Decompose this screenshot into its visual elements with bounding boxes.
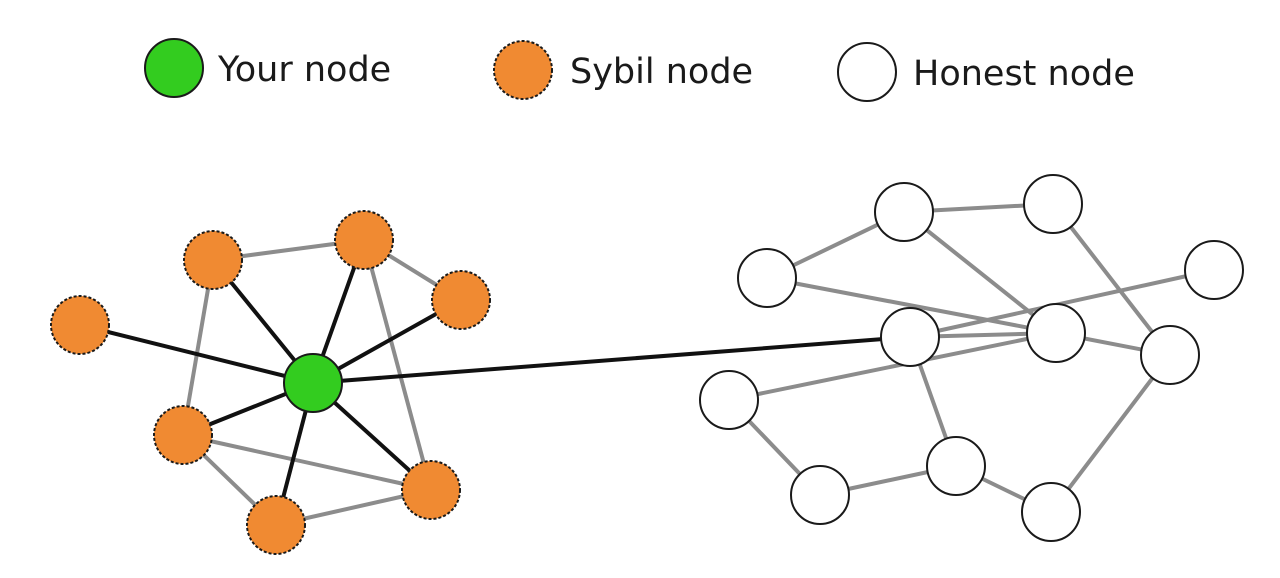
honest-node-h3 — [1023, 174, 1083, 234]
sybil-node-s3 — [334, 210, 394, 270]
honest-node-h4 — [1184, 240, 1244, 300]
honest-node-h9 — [790, 465, 850, 525]
honest-node-h11 — [1021, 482, 1081, 542]
legend-honest-node-label: Honest node — [913, 54, 1135, 94]
sybil-node-s7 — [401, 460, 461, 520]
edge-h4-h5 — [908, 268, 1216, 339]
honest-node-h10 — [926, 436, 986, 496]
honest-node-h1 — [737, 248, 797, 308]
honest-node-h2 — [874, 182, 934, 242]
sybil-node-s2 — [183, 230, 243, 290]
legend-sybil-node-label: Sybil node — [570, 52, 753, 92]
edge-h1-h6 — [765, 276, 1058, 335]
legend-your-node-swatch — [144, 38, 204, 98]
edge-h6-h8 — [727, 331, 1058, 402]
honest-node-h6 — [1026, 303, 1086, 363]
sybil-node-s4 — [431, 270, 491, 330]
legend-sybil-node-swatch — [493, 40, 553, 100]
edge-s5-s7 — [181, 433, 433, 492]
edge-h2-h6 — [902, 210, 1058, 335]
edge-h7-h11 — [1049, 353, 1172, 514]
sybil-node-s1 — [50, 295, 110, 355]
edges-layer — [78, 202, 1216, 527]
sybil-node-s5 — [153, 405, 213, 465]
legend: Your node Sybil node Honest node — [144, 38, 1135, 102]
sybil-node-s6 — [246, 495, 306, 555]
edge-h3-h7 — [1051, 202, 1172, 357]
edge-s3-s7 — [362, 238, 433, 492]
your-node-you — [283, 353, 343, 413]
honest-node-h5 — [880, 307, 940, 367]
legend-honest-node-swatch — [837, 42, 897, 102]
edge-you-s1 — [78, 323, 315, 385]
honest-node-h7 — [1140, 325, 1200, 385]
edge-you-h5 — [311, 335, 912, 385]
honest-node-h8 — [699, 370, 759, 430]
legend-your-node-label: Your node — [217, 50, 391, 90]
nodes-layer — [50, 174, 1244, 555]
